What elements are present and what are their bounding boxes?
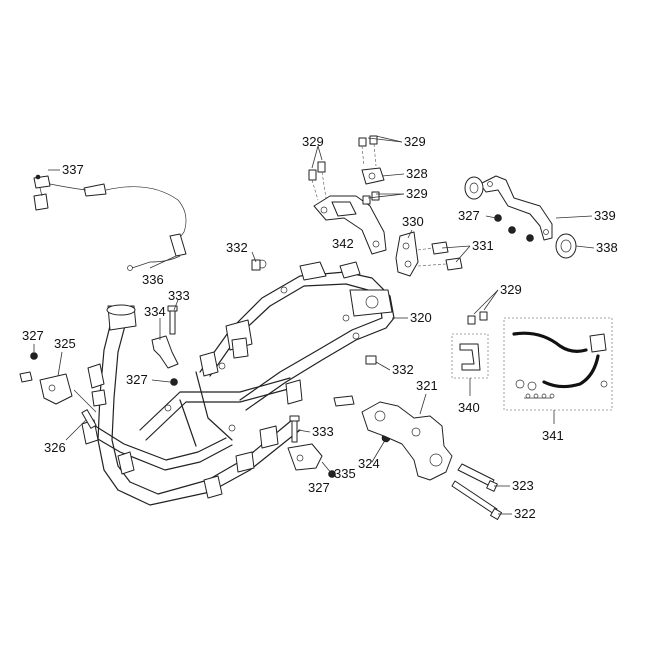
leader-lines bbox=[33, 135, 595, 515]
callout-330: 330 bbox=[402, 214, 424, 229]
callout-323: 323 bbox=[512, 478, 534, 493]
callout-321: 321 bbox=[416, 378, 438, 393]
callout-327: 327 bbox=[126, 372, 148, 387]
cable-337-336 bbox=[33, 174, 187, 271]
callout-329: 329 bbox=[302, 134, 324, 149]
bracket-342 bbox=[313, 167, 387, 255]
callout-329: 329 bbox=[404, 134, 426, 149]
bracket-330 bbox=[395, 231, 419, 277]
handle-340 bbox=[451, 333, 489, 379]
bolts-323-322 bbox=[451, 463, 502, 520]
main-frame-320 bbox=[81, 259, 395, 506]
bolts-332 bbox=[251, 259, 377, 365]
callout-340: 340 bbox=[458, 400, 480, 415]
callout-333: 333 bbox=[312, 424, 334, 439]
hose-kit-341 bbox=[503, 317, 613, 411]
callout-326: 326 bbox=[44, 440, 66, 455]
callout-322: 322 bbox=[514, 506, 536, 521]
callout-332: 332 bbox=[226, 240, 248, 255]
callout-342: 342 bbox=[332, 236, 354, 251]
callout-329: 329 bbox=[406, 186, 428, 201]
callout-337: 337 bbox=[62, 162, 84, 177]
nuts-327 bbox=[30, 214, 534, 478]
reflector-338 bbox=[464, 176, 577, 259]
callout-324: 324 bbox=[358, 456, 380, 471]
callout-334: 334 bbox=[144, 304, 166, 319]
bracket-325 bbox=[19, 371, 97, 429]
callout-336: 336 bbox=[142, 272, 164, 287]
callout-335: 335 bbox=[334, 466, 356, 481]
callout-320: 320 bbox=[410, 310, 432, 325]
callout-333: 333 bbox=[168, 288, 190, 303]
callout-331: 331 bbox=[472, 238, 494, 253]
callout-327: 327 bbox=[22, 328, 44, 343]
callout-339: 339 bbox=[594, 208, 616, 223]
callout-327: 327 bbox=[458, 208, 480, 223]
callout-325: 325 bbox=[54, 336, 76, 351]
carrier-339 bbox=[479, 175, 553, 241]
callout-labels: 337 336 332 333 334 327 325 327 326 329 … bbox=[22, 134, 618, 521]
callout-327: 327 bbox=[308, 480, 330, 495]
callout-341: 341 bbox=[542, 428, 564, 443]
bracket-334 bbox=[151, 305, 179, 369]
callout-329: 329 bbox=[500, 282, 522, 297]
callout-332: 332 bbox=[392, 362, 414, 377]
bolts-329 bbox=[308, 135, 488, 325]
bolts-331 bbox=[417, 241, 463, 271]
callout-338: 338 bbox=[596, 240, 618, 255]
callout-328: 328 bbox=[406, 166, 428, 181]
bracket-335 bbox=[287, 415, 323, 471]
engine-hanger-321 bbox=[333, 395, 453, 481]
